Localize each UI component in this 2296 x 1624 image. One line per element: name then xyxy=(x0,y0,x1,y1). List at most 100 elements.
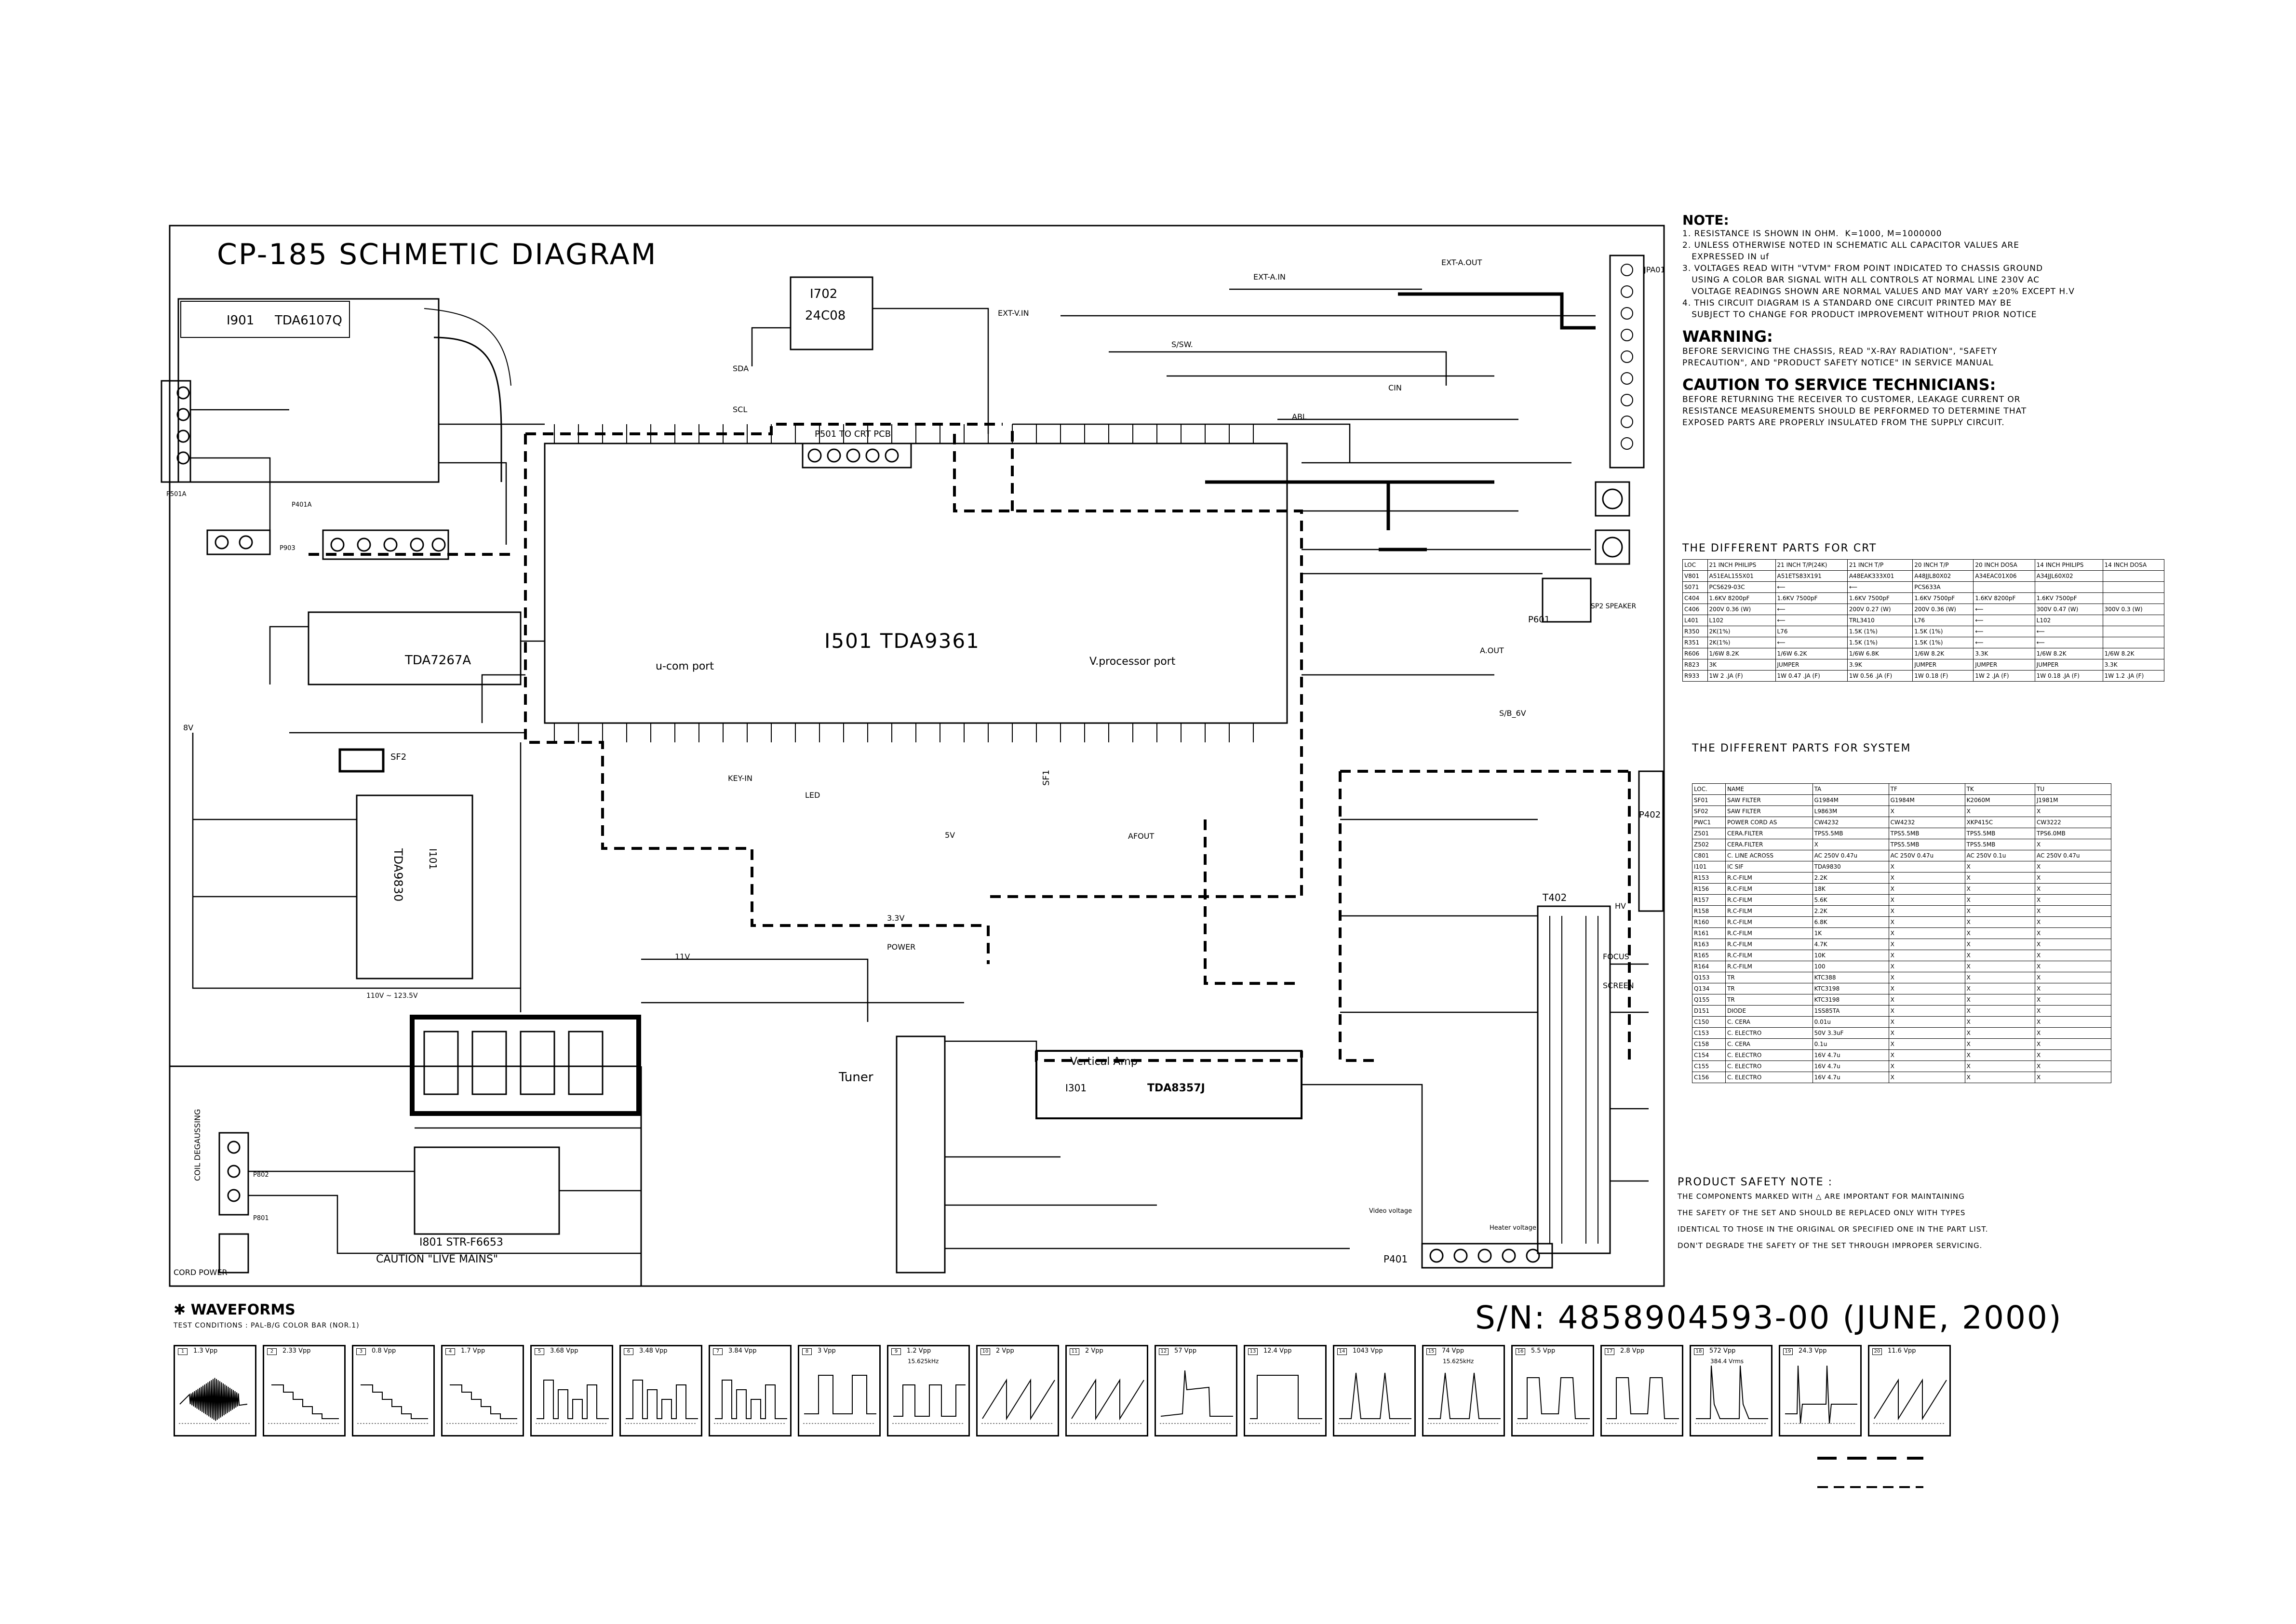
sys-table-cell: TPS5.5MB xyxy=(1964,828,2036,839)
crt-table-header-cell: 20 INCH T/P xyxy=(1912,559,1974,571)
crt-table-cell: ⟵ xyxy=(1973,615,2035,626)
sys-table-cell: 0.01u xyxy=(1812,1016,1889,1028)
connector-p401a: P401A xyxy=(292,501,312,509)
sys-table-cell: X xyxy=(2035,805,2111,817)
safety-line: DON'T DEGRADE THE SAFETY OF THE SET THRO… xyxy=(1678,1241,1983,1250)
crt-table-cell: 1W 0.18 .JA (F) xyxy=(2034,670,2103,682)
crt-table-cell: 1.6KV 7500pF xyxy=(1912,592,1974,604)
waveform-path xyxy=(804,1375,876,1414)
sys-table-cell: X xyxy=(2035,839,2111,850)
sys-table-cell: X xyxy=(1964,1027,2036,1039)
sys-table-cell: X xyxy=(1964,1072,2036,1083)
sys-table-cell: C. CERA xyxy=(1725,1038,1813,1050)
sys-table-cell: X xyxy=(1964,916,2036,928)
sf1-label: SF1 xyxy=(1041,769,1051,786)
waveform-trace xyxy=(1160,1370,1233,1424)
crt-table-cell: 1.6KV 7500pF xyxy=(2034,592,2103,604)
crt-table-cell: 3K xyxy=(1707,659,1776,671)
waveform-path xyxy=(1250,1375,1322,1419)
sys-table-cell: X xyxy=(1888,1016,1965,1028)
crt-table-cell: 1W 0.47 .JA (F) xyxy=(1775,670,1848,682)
sys-table-cell: X xyxy=(2035,939,2111,950)
waveform-vpp: 3 Vpp xyxy=(818,1347,836,1355)
sig-coil-degaussing: COIL DEGAUSSING xyxy=(193,1109,202,1181)
waveform-number: 12 xyxy=(1159,1348,1168,1355)
crt-table-cell: ⟵ xyxy=(1775,637,1848,648)
safety-title: PRODUCT SAFETY NOTE : xyxy=(1678,1176,1833,1188)
sys-table-cell: 0.1u xyxy=(1812,1038,1889,1050)
crt-table-cell: 1.6KV 7500pF xyxy=(1775,592,1848,604)
caution-live-mains: CAUTION "LIVE MAINS" xyxy=(376,1253,498,1265)
waveform-vpp: 1.3 Vpp xyxy=(193,1347,218,1355)
crt-table-cell xyxy=(2034,581,2103,593)
sys-table-cell: X xyxy=(1888,1060,1965,1072)
crt-table-cell: 300V 0.3 (W) xyxy=(2102,604,2165,615)
waveform-path xyxy=(271,1384,339,1419)
crt-table-cell: L76 xyxy=(1912,615,1974,626)
screen-label: SCREEN xyxy=(1603,981,1634,990)
crt-table-cell: 1.6KV 8200pF xyxy=(1707,592,1776,604)
crt-table-cell: ⟵ xyxy=(1847,581,1913,593)
crt-table-cell: PCS633A xyxy=(1912,581,1974,593)
sig-sb-6v: S/B_6V xyxy=(1499,709,1526,718)
notes-block: NOTE: 1. RESISTANCE IS SHOWN IN OHM. K=1… xyxy=(1682,212,2116,429)
sys-table-cell: R.C-FILM xyxy=(1725,950,1813,961)
crt-table-cell: A34JJL60X02 xyxy=(2034,570,2103,582)
waveform-vpp: 3.84 Vpp xyxy=(728,1347,757,1355)
sys-table-cell: R158 xyxy=(1692,905,1726,917)
crt-table-cell: ⟵ xyxy=(1775,581,1848,593)
sys-table-cell: I101 xyxy=(1692,861,1726,872)
sys-table-cell: X xyxy=(2035,1060,2111,1072)
waveform-box: 7 3.84 Vpp xyxy=(709,1345,792,1436)
sys-table-cell: X xyxy=(2035,861,2111,872)
sys-table-cell: X xyxy=(2035,1072,2111,1083)
sys-table-cell: X xyxy=(2035,1005,2111,1017)
waveform-sub: 384.4 Vrms xyxy=(1710,1358,1744,1365)
i501-body xyxy=(544,443,1288,724)
crt-table-cell: 200V 0.36 (W) xyxy=(1707,604,1776,615)
crt-table-cell: JUMPER xyxy=(2034,659,2103,671)
sys-table-cell: X xyxy=(1964,1038,2036,1050)
sys-table-cell: L9863M xyxy=(1812,805,1889,817)
crt-table-cell xyxy=(2102,570,2165,582)
safety-line: THE COMPONENTS MARKED WITH △ ARE IMPORTA… xyxy=(1678,1192,1965,1201)
waveform-trace xyxy=(1517,1377,1590,1424)
crt-table-cell: ⟵ xyxy=(1973,604,2035,615)
sys-table-cell: X xyxy=(1888,894,1965,906)
sig-heater-voltage: Heater voltage xyxy=(1490,1224,1536,1232)
sys-table-cell: TR xyxy=(1725,983,1813,994)
sig-video-voltage: Video voltage xyxy=(1369,1208,1412,1215)
waveform-number: 17 xyxy=(1605,1348,1614,1355)
waveform-trace xyxy=(357,1384,430,1424)
waveform-number: 7 xyxy=(713,1348,723,1355)
waveform-vpp: 2 Vpp xyxy=(996,1347,1014,1355)
sys-table-cell: TR xyxy=(1725,994,1813,1006)
sys-table-cell: X xyxy=(1964,939,2036,950)
sys-table-cell: R.C-FILM xyxy=(1725,916,1813,928)
i301-label: I301 xyxy=(1065,1082,1087,1094)
sig-ext-v-in: EXT-V.IN xyxy=(998,309,1029,318)
sys-table-cell: X xyxy=(1964,950,2036,961)
connector-p903: P903 xyxy=(280,545,295,552)
crt-table-cell: A48EAK333X01 xyxy=(1847,570,1913,582)
sys-table-cell: X xyxy=(2035,994,2111,1006)
waveform-path xyxy=(1339,1372,1411,1419)
crt-table-cell: A51EAL155X01 xyxy=(1707,570,1776,582)
sys-table-cell: X xyxy=(1888,939,1965,950)
waveform-trace xyxy=(179,1378,251,1424)
connector-p601: P601 xyxy=(1528,615,1550,625)
crt-table-cell xyxy=(2102,626,2165,637)
sys-table-cell: X xyxy=(2035,927,2111,939)
